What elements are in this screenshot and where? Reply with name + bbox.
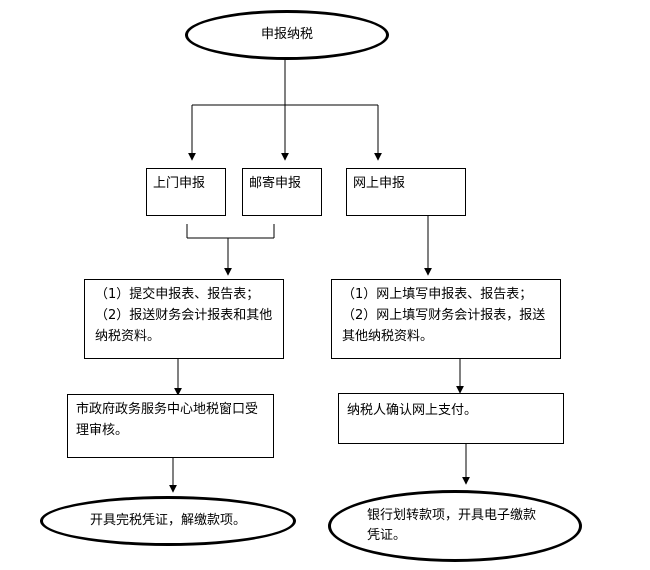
method-onsite-box: 上门申报 [146, 168, 226, 216]
right-step2-box: 纳税人确认网上支付。 [338, 393, 564, 444]
left-end-text: 开具完税凭证，解缴款项。 [89, 513, 246, 528]
left-step2-text: 市政府政务服务中心地税窗口受理审核。 [76, 402, 259, 438]
left-step2-box: 市政府政务服务中心地税窗口受理审核。 [67, 394, 274, 458]
left-step1-text: （1）提交申报表、报告表；（2）报送财务会计报表和其他纳税资料。 [95, 287, 273, 344]
left-step1-box: （1）提交申报表、报告表；（2）报送财务会计报表和其他纳税资料。 [84, 279, 284, 359]
left-end-oval: 开具完税凭证，解缴款项。 [40, 496, 296, 546]
right-step1-box: （1）网上填写申报表、报告表；（2）网上填写财务会计报表，报送其他纳税资料。 [331, 279, 561, 359]
right-end-oval: 银行划转款项，开具电子缴款凭证。 [328, 490, 582, 562]
right-step1-text: （1）网上填写申报表、报告表；（2）网上填写财务会计报表，报送其他纳税资料。 [342, 287, 546, 344]
right-step2-text: 纳税人确认网上支付。 [347, 403, 478, 418]
method-online-label: 网上申报 [353, 176, 406, 191]
method-mail-box: 邮寄申报 [242, 168, 322, 216]
method-mail-label: 邮寄申报 [249, 176, 302, 191]
right-end-text: 银行划转款项，开具电子缴款凭证。 [367, 508, 537, 543]
method-onsite-label: 上门申报 [153, 176, 206, 191]
start-label: 申报纳税 [260, 27, 313, 42]
method-online-box: 网上申报 [346, 168, 466, 216]
start-oval: 申报纳税 [185, 10, 389, 60]
